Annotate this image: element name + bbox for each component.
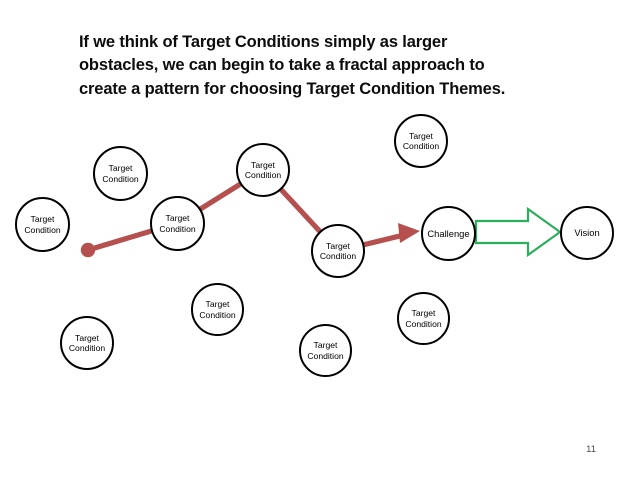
page-title: If we think of Target Conditions simply … <box>79 33 506 98</box>
node-label: Vision <box>574 227 600 239</box>
page-number: 11 <box>586 444 596 455</box>
node-tc-left-outer[interactable]: Target Condition <box>15 197 70 252</box>
node-label: Target Condition <box>24 214 61 235</box>
node-tc-top-right[interactable]: Target Condition <box>394 114 448 168</box>
path-start-dot <box>80 242 96 258</box>
node-label: Target Condition <box>244 159 282 180</box>
node-tc-path-dip[interactable]: Target Condition <box>311 224 365 278</box>
node-label: Target Condition <box>319 240 357 261</box>
node-label: Target Condition <box>307 340 344 361</box>
red-path-arrowhead <box>398 223 420 243</box>
node-vision[interactable]: Vision <box>560 206 614 260</box>
node-tc-upper-left[interactable]: Target Condition <box>93 146 148 201</box>
node-label: Target Condition <box>102 163 139 184</box>
node-tc-bottom-right-upper[interactable]: Target Condition <box>397 292 450 345</box>
green-block-arrow <box>474 206 562 258</box>
node-label: Target Condition <box>402 130 440 151</box>
node-label: Target Condition <box>405 308 442 329</box>
node-label: Challenge <box>427 227 470 239</box>
node-label: Target Condition <box>68 332 106 353</box>
node-challenge[interactable]: Challenge <box>421 206 476 261</box>
node-label: Target Condition <box>199 299 236 320</box>
node-tc-bottom-mid[interactable]: Target Condition <box>191 283 244 336</box>
node-label: Target Condition <box>159 213 196 234</box>
node-tc-bottom-left[interactable]: Target Condition <box>60 316 114 370</box>
node-tc-path-peak[interactable]: Target Condition <box>236 143 290 197</box>
node-tc-bottom-right-lower[interactable]: Target Condition <box>299 324 352 377</box>
node-tc-path-1[interactable]: Target Condition <box>150 196 205 251</box>
green-block-arrow-shape <box>474 206 562 258</box>
